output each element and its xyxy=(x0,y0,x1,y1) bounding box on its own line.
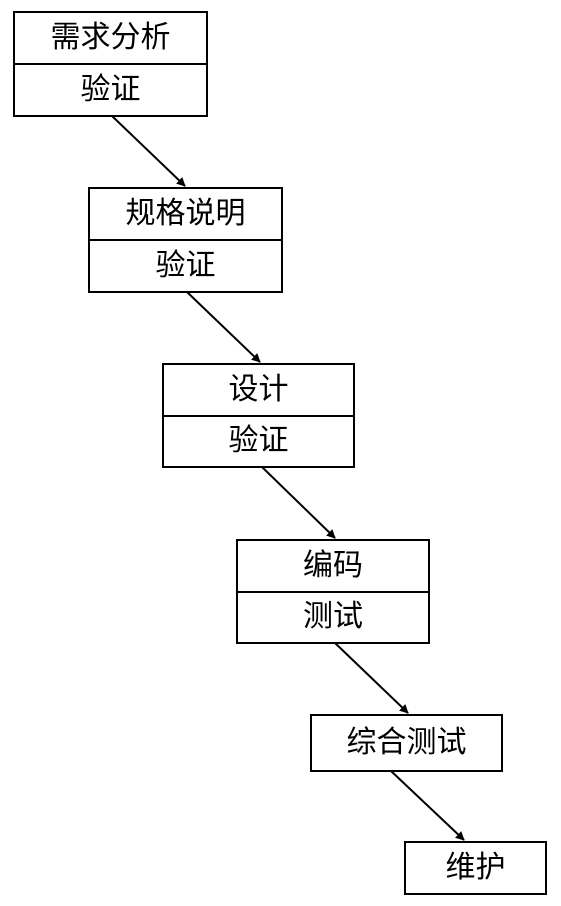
stage-title: 综合测试 xyxy=(346,725,467,760)
stage-title: 维护 xyxy=(445,850,506,885)
arrow-3 xyxy=(261,466,336,539)
stage-sub: 验证 xyxy=(90,239,281,291)
stage-requirements-analysis: 需求分析 验证 xyxy=(13,11,208,117)
stage-coding: 编码 测试 xyxy=(236,539,430,644)
stage-sub: 测试 xyxy=(238,590,428,643)
stage-title: 编码 xyxy=(303,547,363,583)
stage-sub: 验证 xyxy=(164,414,353,467)
stage-title: 设计 xyxy=(228,371,289,407)
arrow-2 xyxy=(186,291,261,363)
arrow-4 xyxy=(334,642,409,714)
stage-sub: 验证 xyxy=(15,63,206,115)
arrow-1 xyxy=(111,115,186,187)
stage-title: 需求分析 xyxy=(50,20,171,55)
stage-integration-testing: 综合测试 xyxy=(310,714,503,772)
stage-design: 设计 验证 xyxy=(162,363,355,468)
stage-title: 规格说明 xyxy=(125,196,246,231)
arrow-5 xyxy=(390,770,465,841)
stage-maintenance: 维护 xyxy=(404,841,547,895)
stage-specification: 规格说明 验证 xyxy=(88,187,283,293)
